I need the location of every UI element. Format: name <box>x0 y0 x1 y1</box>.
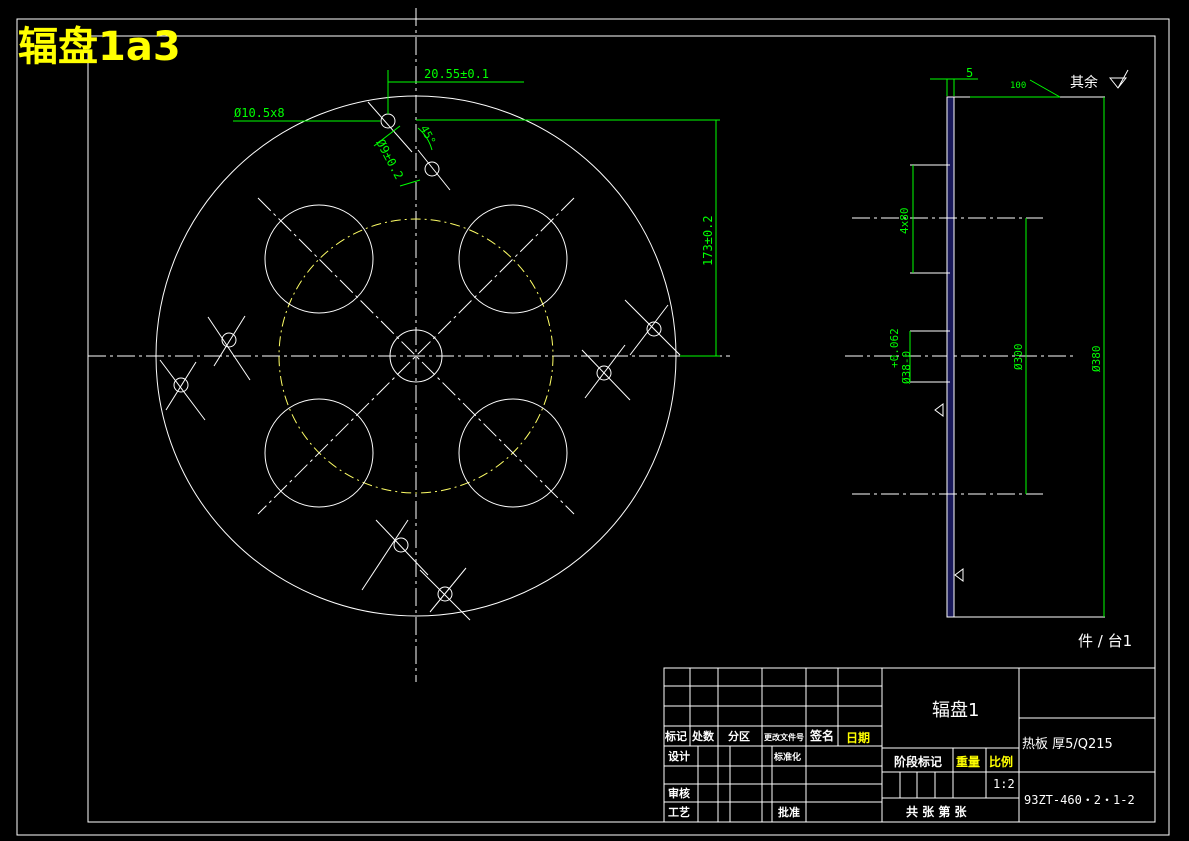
small-hole <box>221 332 237 348</box>
dim-tol: +0.062 <box>888 328 901 368</box>
label-review: 审核 <box>668 786 690 800</box>
outer-frame <box>16 18 1170 836</box>
scale: 1:2 <box>993 777 1015 791</box>
label-ratio: 比例 <box>989 754 1013 769</box>
front-view-dimensions <box>233 70 720 357</box>
front-view <box>88 8 730 682</box>
dim-slot: 4x80 <box>898 208 911 235</box>
side-view-dimensions <box>909 78 1105 617</box>
dim-hole: Ø10.5x8 <box>234 106 285 120</box>
dim-spacing: Ø9±0.2 <box>373 137 406 182</box>
label-stage-mark: 阶段标记 <box>894 754 942 769</box>
small-hole <box>173 377 189 393</box>
label-count: 处数 <box>691 729 715 743</box>
quantity-note: 件 / 台1 <box>1078 632 1132 650</box>
small-hole <box>437 586 453 602</box>
label-process: 工艺 <box>668 805 690 819</box>
label-design: 设计 <box>668 749 690 763</box>
small-hole <box>393 537 409 553</box>
small-hole <box>596 365 612 381</box>
title-block <box>663 667 1156 823</box>
large-hole-bottom-left <box>264 398 374 508</box>
large-hole-top-left <box>264 204 374 314</box>
label-date: 日期 <box>846 730 870 745</box>
dim-offset: 20.55±0.1 <box>424 67 489 81</box>
bolt-circle <box>278 218 554 494</box>
label-change-doc: 更改文件号 <box>764 732 804 742</box>
material: 热板 厚5/Q215 <box>1022 737 1113 752</box>
diagonal-center-line-1 <box>257 197 575 515</box>
roughness-symbol-icon <box>1108 69 1129 89</box>
label-standardize: 标准化 <box>773 751 801 763</box>
dim-height: 173±0.2 <box>701 215 715 266</box>
label-zone: 分区 <box>728 729 750 743</box>
dim-d380: Ø380 <box>1090 346 1103 373</box>
dim-thickness: 5 <box>966 66 973 80</box>
label-sheets: 共 张 第 张 <box>906 804 968 819</box>
small-hole <box>646 321 662 337</box>
plate-section <box>946 96 955 618</box>
dim-d300: Ø300 <box>1012 344 1025 371</box>
label-sign: 签名 <box>809 728 834 743</box>
dim-tol2: Ø38-0 <box>900 351 913 384</box>
outer-disc <box>155 95 677 617</box>
dim-angle: 45° <box>417 123 438 147</box>
drawing-number: 93ZT-460・2・1-2 <box>1024 793 1135 807</box>
roughness-rest: 其余 <box>1070 74 1098 91</box>
large-hole-bottom-right <box>458 398 568 508</box>
drawing-title: 辐盘1a3 <box>18 24 181 70</box>
side-view <box>845 96 1105 618</box>
small-hole <box>380 113 396 129</box>
roughness-value: 100 <box>1010 81 1026 91</box>
diagonal-center-line-2 <box>257 197 575 515</box>
label-approve: 批准 <box>778 805 800 819</box>
part-name: 辐盘1 <box>932 700 979 721</box>
inner-frame <box>87 35 1156 823</box>
center-hole <box>389 329 443 383</box>
label-mark: 标记 <box>664 729 687 743</box>
label-weight: 重量 <box>956 754 980 769</box>
small-hole <box>424 161 440 177</box>
large-hole-top-right <box>458 204 568 314</box>
